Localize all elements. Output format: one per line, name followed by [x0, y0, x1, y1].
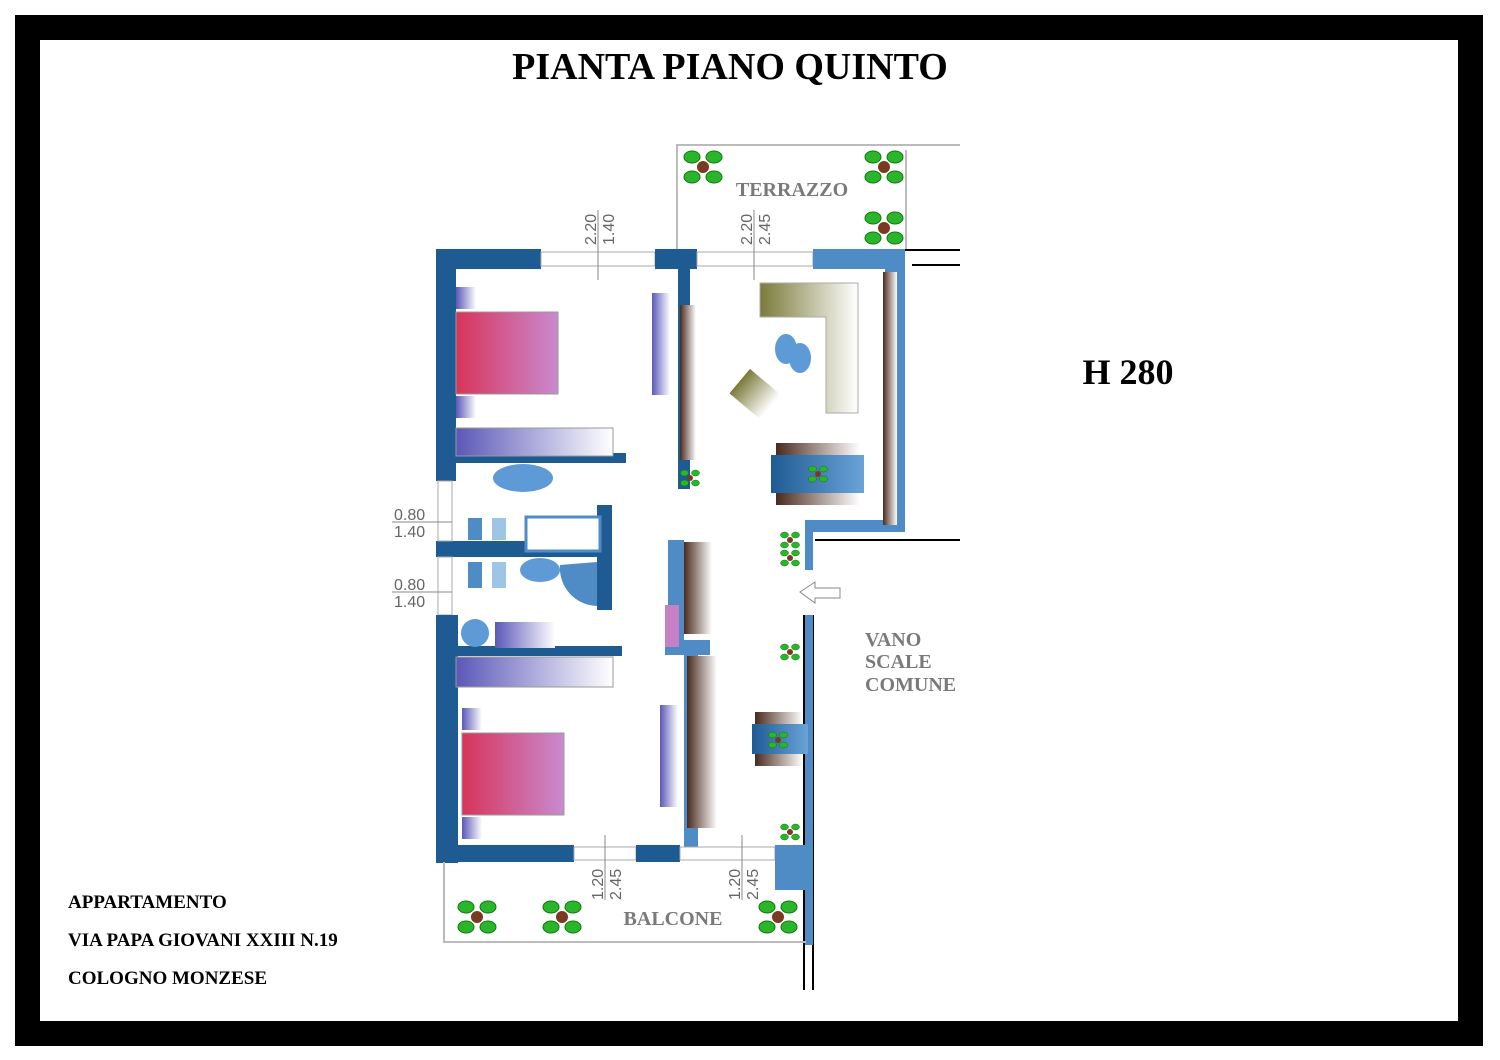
svg-text:1.20: 1.20: [590, 869, 607, 900]
svg-text:0.80: 0.80: [394, 507, 425, 524]
svg-text:2.45: 2.45: [757, 214, 774, 245]
stairs-label-2: SCALE: [865, 651, 932, 673]
entrance-arrow-icon: [799, 581, 841, 604]
svg-text:1.40: 1.40: [394, 594, 425, 611]
svg-text:1.20: 1.20: [727, 869, 744, 900]
balcony-label: BALCONE: [624, 908, 723, 930]
dimensions: 2.20 1.40 2.20 2.45 0.80 1.40 0.80 1.40 …: [392, 210, 774, 900]
kitchen-furniture: [665, 542, 808, 828]
svg-text:0.80: 0.80: [394, 577, 425, 594]
terrace: TERRAZZO: [676, 144, 960, 250]
terrace-label: TERRAZZO: [736, 179, 848, 201]
bedroom-1-furniture: [455, 287, 696, 492]
svg-text:2.20: 2.20: [739, 214, 756, 245]
svg-text:2.45: 2.45: [608, 869, 625, 900]
ceiling-height-label: H 280: [1082, 352, 1173, 392]
address-line-1: APPARTAMENTO: [68, 892, 227, 913]
svg-text:1.40: 1.40: [601, 214, 618, 245]
bathroom-furniture: [468, 515, 602, 606]
svg-text:2.45: 2.45: [745, 869, 762, 900]
balcony: BALCONE: [443, 862, 806, 943]
svg-text:2.20: 2.20: [583, 214, 600, 245]
address-line-3: COLOGNO MONZESE: [68, 968, 267, 989]
svg-text:1.40: 1.40: [394, 524, 425, 541]
plan-title: PIANTA PIANO QUINTO: [512, 46, 948, 88]
bedroom-2-furniture: [455, 619, 678, 839]
stairs-label-3: COMUNE: [865, 674, 956, 696]
address-line-2: VIA PAPA GIOVANI XXIII N.19: [68, 930, 338, 951]
stairs-label-1: VANO: [865, 629, 921, 651]
